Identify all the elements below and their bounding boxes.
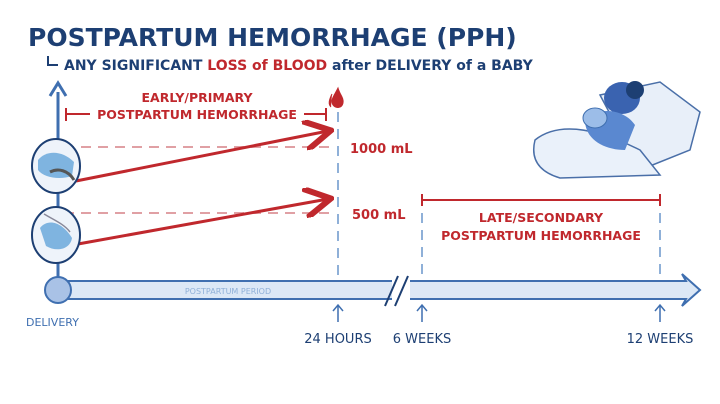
definition-part3: after DELIVERY of a BABY bbox=[327, 58, 533, 74]
page-title: POSTPARTUM HEMORRHAGE (PPH) bbox=[28, 23, 517, 52]
timeline-break-icon bbox=[384, 275, 409, 307]
time-mark-6-weeks: 6 WEEKS bbox=[393, 332, 451, 347]
up-arrow-icon bbox=[416, 303, 428, 322]
vertical-axis-arrowhead bbox=[48, 80, 68, 97]
blood-drop-icon bbox=[328, 86, 344, 108]
definition: ANY SIGNIFICANT LOSS of BLOOD after DELI… bbox=[64, 58, 534, 74]
definition-part1: ANY SIGNIFICANT bbox=[64, 58, 207, 74]
subtitle-connector bbox=[47, 56, 58, 66]
blood-loss-arrow-vaginal bbox=[77, 199, 328, 246]
late-label-line2: POSTPARTUM HEMORRHAGE bbox=[441, 228, 641, 243]
cesarean-delivery-illustration bbox=[31, 138, 81, 194]
threshold-label-500: 500 mL bbox=[352, 208, 406, 223]
early-bracket bbox=[65, 108, 327, 121]
timeline-bar-label: POSTPARTUM PERIOD bbox=[185, 287, 271, 296]
early-label-line1: EARLY/PRIMARY bbox=[141, 90, 253, 105]
late-label-line1: LATE/SECONDARY bbox=[479, 210, 604, 225]
mother-and-baby-illustration bbox=[533, 81, 701, 179]
early-label-line2: POSTPARTUM HEMORRHAGE bbox=[97, 107, 297, 122]
time-mark-12-weeks: 12 WEEKS bbox=[627, 332, 694, 347]
definition-part2: LOSS of BLOOD bbox=[207, 58, 327, 74]
up-arrow-icon bbox=[654, 303, 666, 322]
delivery-marker bbox=[44, 276, 72, 304]
late-bracket bbox=[421, 194, 661, 206]
up-arrow-icon bbox=[332, 303, 344, 322]
delivery-label: DELIVERY bbox=[26, 316, 79, 329]
timeline-bar bbox=[61, 273, 702, 307]
threshold-label-1000: 1000 mL bbox=[350, 142, 413, 157]
time-mark-24-hours: 24 HOURS bbox=[304, 332, 371, 347]
blood-loss-arrow-cesarean bbox=[75, 131, 328, 183]
vaginal-delivery-illustration bbox=[31, 206, 81, 264]
